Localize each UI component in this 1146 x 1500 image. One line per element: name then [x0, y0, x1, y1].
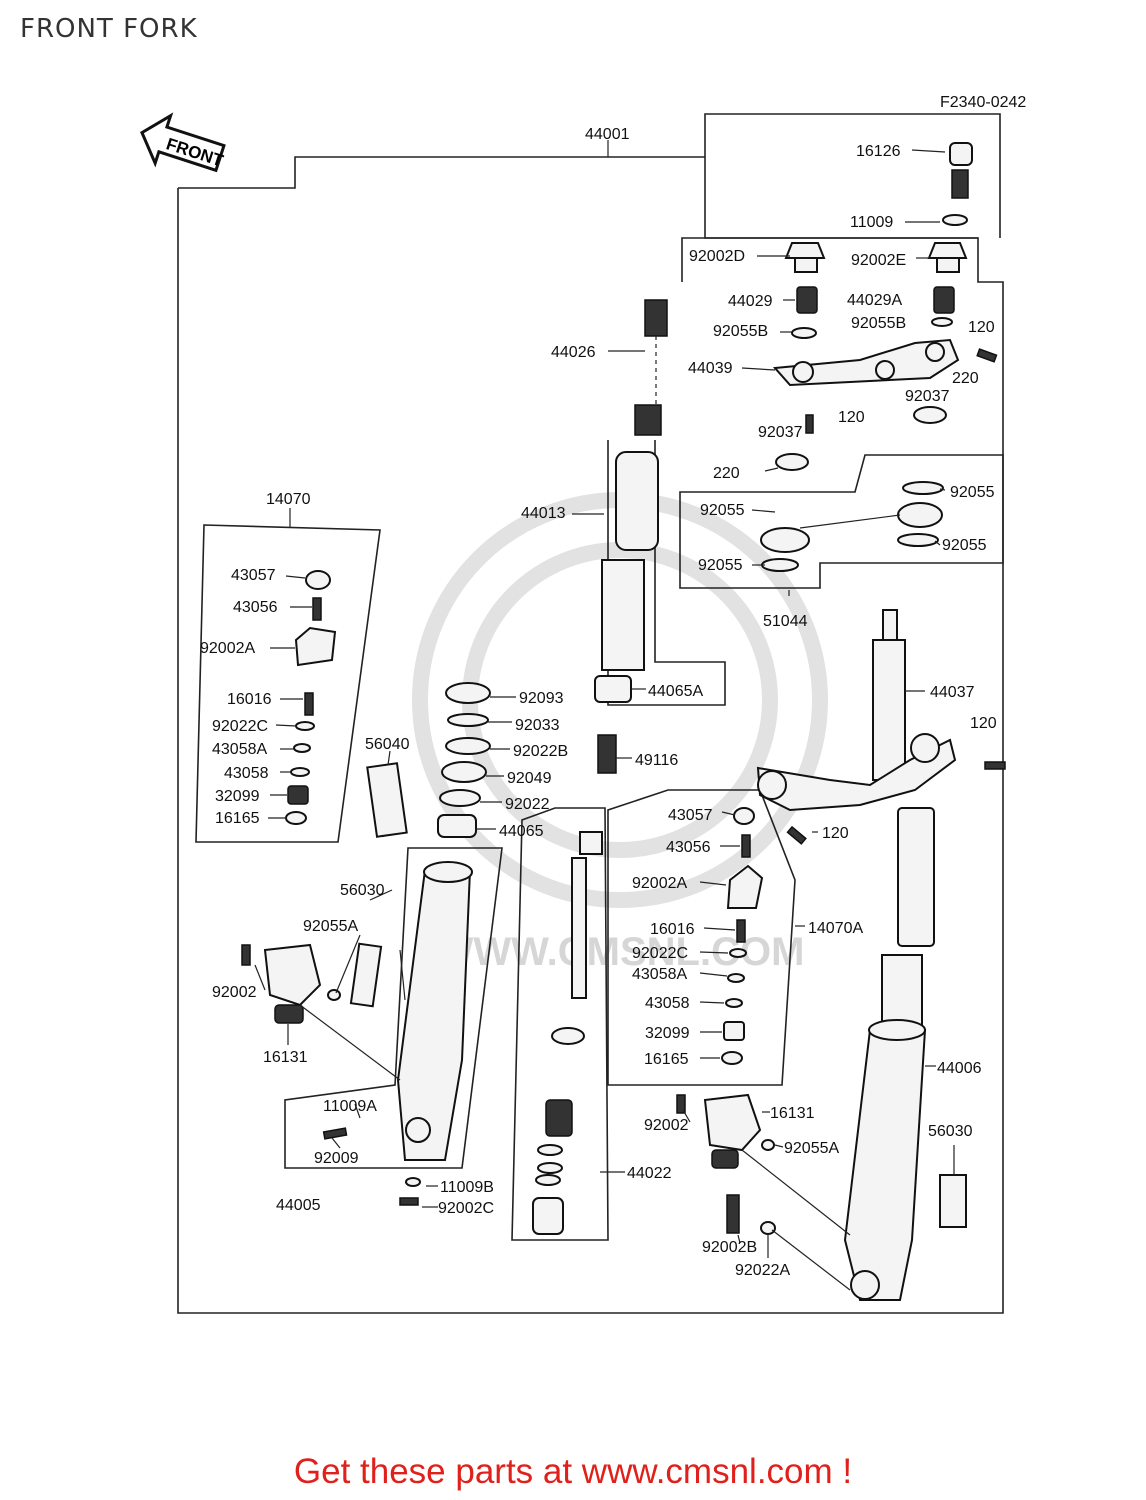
part-label[interactable]: 92009 — [314, 1150, 359, 1167]
part-label[interactable]: 51044 — [763, 613, 808, 630]
part-label[interactable]: 43057 — [231, 567, 276, 584]
part-label[interactable]: 16126 — [856, 143, 901, 160]
part-label[interactable]: 32099 — [645, 1025, 690, 1042]
page-title: FRONT FORK — [20, 14, 198, 44]
part-label[interactable]: 92055B — [851, 315, 906, 332]
part-label[interactable]: 120 — [970, 715, 997, 732]
left-slider-frame — [284, 847, 503, 1169]
part-label[interactable]: 44022 — [627, 1165, 672, 1182]
shop-link[interactable]: Get these parts at www.cmsnl.com ! — [293, 1452, 853, 1491]
part-label[interactable]: 92002E — [851, 252, 906, 269]
part-label[interactable]: 92002C — [438, 1200, 494, 1217]
part-label[interactable]: 92055 — [950, 484, 995, 501]
part-label[interactable]: 92037 — [758, 424, 803, 441]
part-label[interactable]: 220 — [952, 370, 979, 387]
part-label[interactable]: 56030 — [928, 1123, 973, 1140]
part-label[interactable]: 92093 — [519, 690, 564, 707]
part-label[interactable]: 92002D — [689, 248, 745, 265]
part-label[interactable]: 44026 — [551, 344, 596, 361]
part-label[interactable]: 11009B — [440, 1179, 494, 1196]
part-labels: 44001 16126 11009 92002D 92002E 44029 44… — [200, 126, 997, 1279]
part-label[interactable]: 92049 — [507, 770, 552, 787]
part-label[interactable]: 43058A — [632, 966, 687, 983]
part-label[interactable]: 44005 — [276, 1197, 321, 1214]
part-label[interactable]: 14070A — [808, 920, 863, 937]
part-label[interactable]: 44029A — [847, 292, 902, 309]
bearing-frame — [679, 454, 1004, 589]
part-label[interactable]: 43056 — [233, 599, 278, 616]
part-label[interactable]: 92055 — [698, 557, 743, 574]
part-label[interactable]: 44065 — [499, 823, 544, 840]
part-label[interactable]: 92002A — [632, 875, 687, 892]
part-label[interactable]: 16016 — [227, 691, 272, 708]
part-label[interactable]: 44037 — [930, 684, 975, 701]
part-label[interactable]: 120 — [968, 319, 995, 336]
part-label[interactable]: 44013 — [521, 505, 566, 522]
part-label[interactable]: 92037 — [905, 388, 950, 405]
part-label[interactable]: 32099 — [215, 788, 260, 805]
damper-frame — [511, 807, 609, 1241]
part-label[interactable]: 16165 — [215, 810, 260, 827]
air-valve-frame-left — [195, 524, 381, 843]
front-fork-diagram: WWW.CMSNL.COM F2340-0242 FRONT — [140, 94, 1026, 1314]
part-label[interactable]: 92022B — [513, 743, 568, 760]
part-label[interactable]: 92002 — [212, 984, 257, 1001]
part-label[interactable]: 43056 — [666, 839, 711, 856]
part-label[interactable]: 92002A — [200, 640, 255, 657]
part-label[interactable]: 56040 — [365, 736, 410, 753]
part-label[interactable]: 92055B — [713, 323, 768, 340]
part-label[interactable]: 92002 — [644, 1117, 689, 1134]
part-label[interactable]: 14070 — [266, 491, 311, 508]
part-label[interactable]: 92022A — [735, 1262, 790, 1279]
leader-lines — [254, 149, 955, 1291]
part-label[interactable]: 43058A — [212, 741, 267, 758]
part-label[interactable]: 16131 — [770, 1105, 815, 1122]
part-label[interactable]: 44029 — [728, 293, 773, 310]
part-label[interactable]: 120 — [822, 825, 849, 842]
part-label[interactable]: 16016 — [650, 921, 695, 938]
part-label[interactable]: 44039 — [688, 360, 733, 377]
front-arrow-icon: FRONT — [140, 112, 226, 173]
diagram-code: F2340-0242 — [940, 94, 1026, 111]
part-label[interactable]: 120 — [838, 409, 865, 426]
part-label[interactable]: 11009 — [850, 214, 893, 231]
part-label[interactable]: 92055A — [784, 1140, 839, 1157]
part-label[interactable]: 43058 — [224, 765, 269, 782]
part-label[interactable]: 92002B — [702, 1239, 757, 1256]
part-label[interactable]: 11009A — [323, 1098, 377, 1115]
part-label[interactable]: 92022 — [505, 796, 550, 813]
part-label[interactable]: 92022C — [212, 718, 268, 735]
cap-bolt-frame — [681, 237, 978, 282]
part-label[interactable]: 43057 — [668, 807, 713, 824]
part-label[interactable]: 56030 — [340, 882, 385, 899]
part-label[interactable]: 92022C — [632, 945, 688, 962]
part-label[interactable]: 49116 — [635, 752, 678, 769]
part-label[interactable]: 92055 — [700, 502, 745, 519]
part-label[interactable]: 16165 — [644, 1051, 689, 1068]
assembly-frame — [177, 113, 1004, 1314]
part-label[interactable]: 44001 — [585, 126, 630, 143]
part-label[interactable]: 44065A — [648, 683, 703, 700]
part-label[interactable]: 220 — [713, 465, 740, 482]
part-label[interactable]: 43058 — [645, 995, 690, 1012]
part-label[interactable]: 92055 — [942, 537, 987, 554]
fork-spring — [634, 299, 668, 436]
part-label[interactable]: 44006 — [937, 1060, 982, 1077]
part-label[interactable]: 16131 — [263, 1049, 308, 1066]
part-label[interactable]: 92055A — [303, 918, 358, 935]
part-label[interactable]: 92033 — [515, 717, 560, 734]
